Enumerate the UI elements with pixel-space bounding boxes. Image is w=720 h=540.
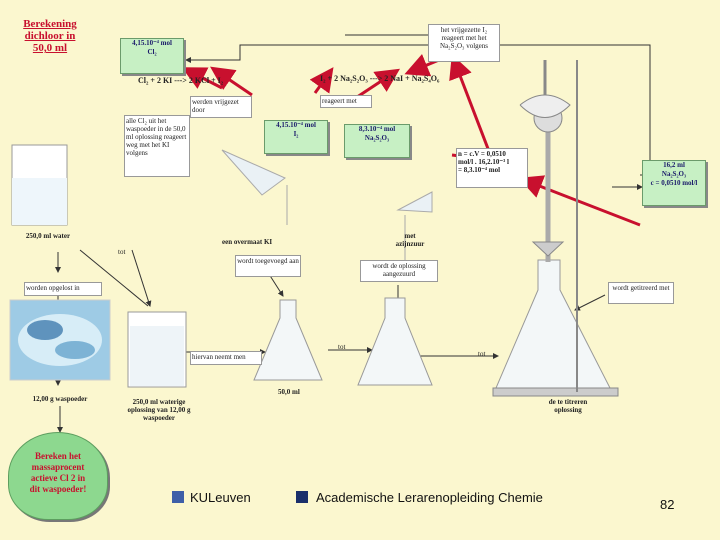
label-wordt-getitreerd: wordt getitreerd met: [608, 282, 674, 304]
box-i2-mol: 4,15.10⁻⁴ mol I₂: [264, 120, 328, 154]
acid-bottle: [396, 191, 433, 262]
kuleuven-logo-icon: [172, 491, 184, 503]
label-tot-1: tot: [118, 248, 126, 256]
box-na2s2o3-mol: 8,3.10⁻⁴ mol Na₂S₂O₃: [344, 124, 410, 158]
waspoeder-image: [9, 299, 111, 381]
label-50ml: 50,0 ml: [278, 388, 300, 396]
reaction-2: I₂ + 2 Na₂S₂O₃ ---> 2 NaI + Na₂S₄O₆: [320, 74, 440, 83]
page-number: 82: [660, 497, 675, 512]
label-tot-2: tot: [338, 343, 346, 351]
calc-moles: n = c.V = 0,0510 mol/l . 16,2.10⁻³ l = 8…: [456, 148, 528, 188]
note-werden-vrijgezet: werden vrijgezet door: [190, 96, 252, 118]
label-hiervan: hiervan neemt men: [190, 351, 262, 365]
footer-dept: Academische Lerarenopleiding Chemie: [296, 490, 543, 505]
erlenmeyer-1: [253, 299, 323, 381]
page-title: Berekening dichloor in 50,0 ml: [23, 18, 77, 54]
label-waspoeder: 12,00 g waspoeder: [32, 395, 88, 403]
note-alle-cl2: alle Cl₂ uit het waspoeder in de 50,0 ml…: [124, 115, 190, 177]
note-het-vrijgezette: het vrijgezette I₂ reageert met het Na₂S…: [428, 24, 500, 62]
label-met-azijnzuur: met azijnzuur: [395, 232, 425, 248]
water-beaker: [11, 144, 68, 226]
label-tot-3: tot: [478, 350, 486, 358]
label-wordt-toegevoegd: wordt toegevoegd aan: [235, 255, 301, 277]
box-cl2-mol: 4,15.10⁻⁴ mol Cl₂: [120, 38, 184, 74]
dept-logo-icon: [296, 491, 308, 503]
burette-stand: [492, 60, 619, 397]
erlenmeyer-2: [357, 297, 433, 386]
assignment-badge: Bereken het massaprocent actieve Cl 2 in…: [8, 432, 108, 520]
label-water: 250,0 ml water: [25, 232, 71, 240]
solution-beaker: [127, 311, 187, 388]
reaction-1: Cl₂ + 2 KI ---> 2 KCl + I₂: [138, 76, 224, 85]
label-wordt-oplossing: wordt de oplossing aangezuurd: [360, 260, 438, 282]
footer-org: KULeuven: [172, 490, 251, 505]
label-te-titreren: de te titreren oplossing: [548, 398, 588, 414]
box-titrant: 16,2 ml Na₂S₂O₃ c = 0,0510 mol/l: [642, 160, 706, 206]
ki-container: [221, 149, 288, 225]
erlenmeyer-3: [495, 259, 611, 389]
label-worden-opgelost: worden opgelost in: [24, 282, 102, 296]
label-overmaat-ki: een overmaat KI: [222, 238, 273, 246]
note-reageert-met: reageert met: [320, 95, 372, 108]
label-oplossing: 250,0 ml waterige oplossing van 12,00 g …: [127, 398, 191, 422]
